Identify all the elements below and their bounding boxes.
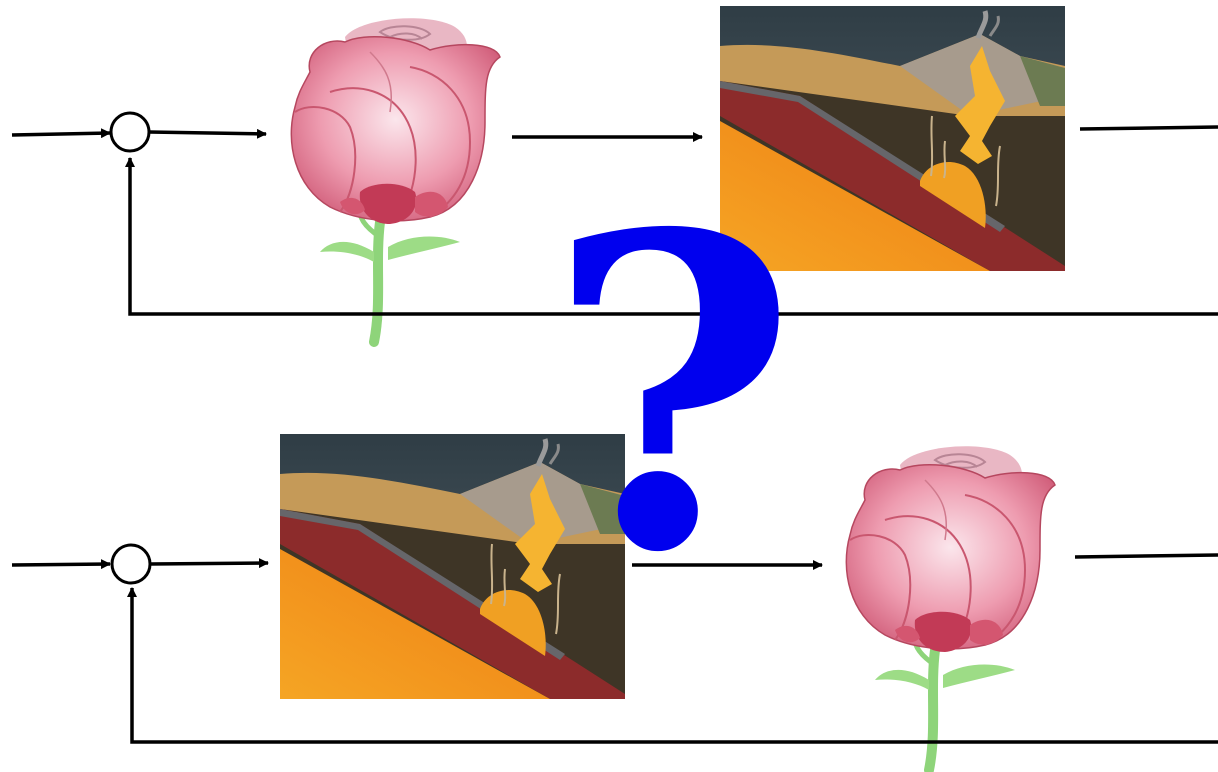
bottom-output-line (1075, 555, 1218, 557)
top-rose-block (291, 18, 500, 342)
rose-image (846, 446, 1055, 770)
top-output-line (1080, 127, 1218, 129)
bottom-input-arrow (12, 564, 110, 565)
question-mark: ? (546, 142, 798, 647)
bottom-rose-block (846, 446, 1055, 770)
bottom-junction-to-volcano-arrow (150, 563, 268, 564)
bottom-summing-junction (112, 545, 150, 583)
top-summing-junction (111, 113, 149, 151)
top-junction-to-rose-arrow (149, 132, 266, 134)
rose-image (291, 18, 500, 342)
top-input-arrow (12, 133, 110, 135)
